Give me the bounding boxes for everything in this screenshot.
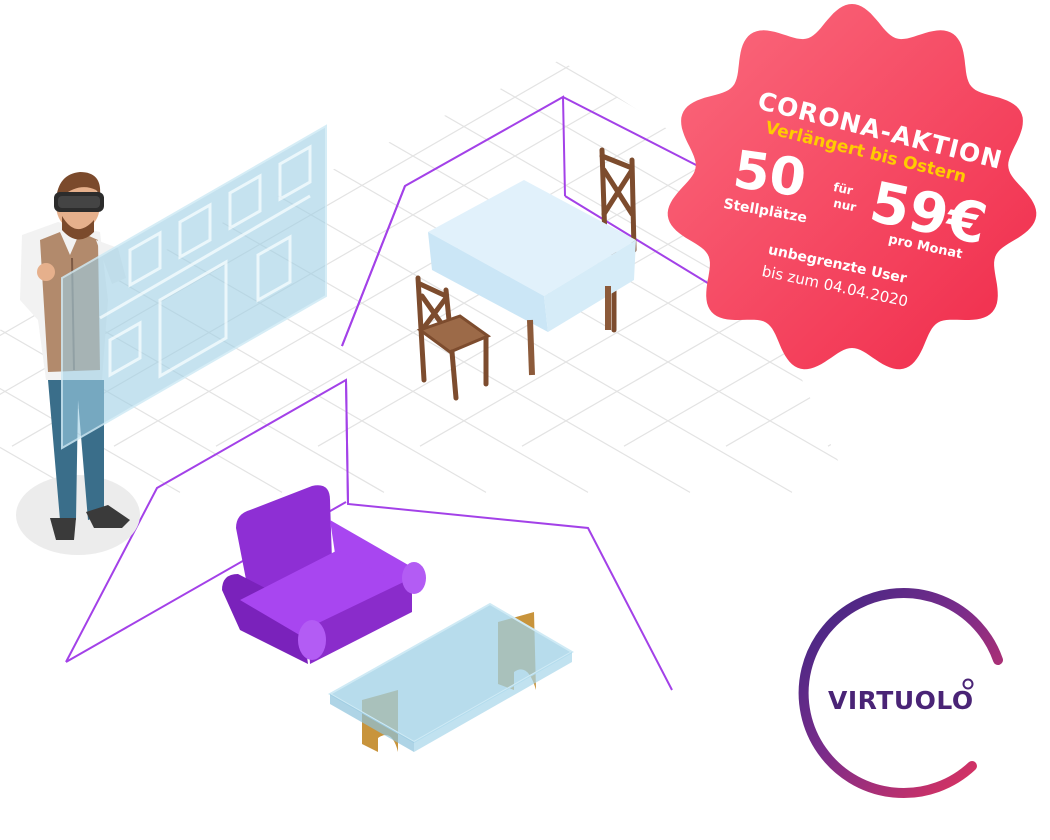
glass-coffee-table-icon [327, 602, 574, 752]
virtuolo-logo [798, 588, 1003, 799]
dining-table-icon [428, 180, 636, 376]
promo-badge-shape [667, 4, 1037, 370]
chair-icon [599, 147, 637, 333]
grid-line [0, 60, 895, 493]
grid-line [0, 60, 793, 493]
chair-icon [415, 275, 492, 401]
virtual-screen-icon [61, 124, 327, 450]
logo-wordmark: VIRTUOLO [828, 686, 974, 715]
lounge-room-outline [65, 378, 673, 691]
grid-line [0, 60, 920, 493]
grid-line [0, 60, 691, 493]
grid-line [113, 60, 920, 447]
grid-line [1032, 0, 1050, 492]
armchair-icon [222, 485, 426, 664]
grid-line [1032, 0, 1050, 446]
grid-line [0, 60, 589, 493]
